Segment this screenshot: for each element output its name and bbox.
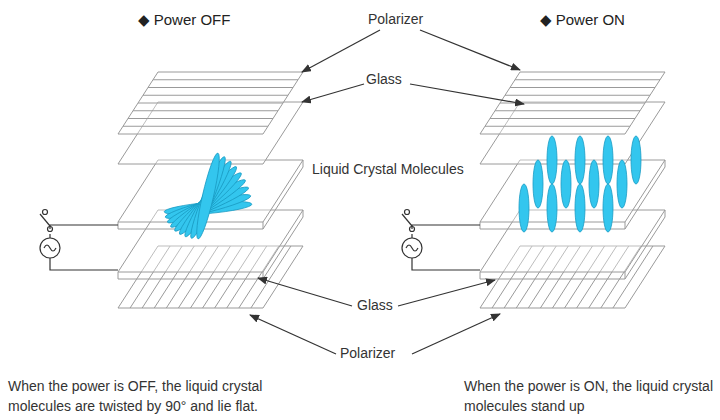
panel-title: ◆ Power OFF xyxy=(138,10,230,29)
liquid-crystal-molecule xyxy=(603,136,613,184)
illustration-stroke xyxy=(510,87,655,88)
switch-terminal xyxy=(410,227,415,232)
leader-lines xyxy=(250,30,524,354)
switch-blade xyxy=(40,214,50,226)
illustration-stroke xyxy=(153,79,298,80)
illustration-stroke xyxy=(118,72,303,134)
top-polarizer xyxy=(480,72,665,134)
liquid-crystal-molecule xyxy=(193,152,224,240)
illustration-stroke xyxy=(133,110,278,111)
illustration-stroke xyxy=(505,95,650,96)
illustration-stroke xyxy=(480,72,665,134)
illustration-stroke xyxy=(123,126,268,127)
caption: When the power is OFF, the liquid crysta… xyxy=(8,376,308,416)
ac-source xyxy=(40,238,60,258)
liquid-crystal-molecule xyxy=(561,160,571,208)
illustration-stroke xyxy=(495,110,640,111)
part-label: Glass xyxy=(357,296,393,315)
liquid-crystal-molecule xyxy=(589,160,599,208)
caption: When the power is ON, the liquid crystal… xyxy=(464,376,716,416)
switch-terminal xyxy=(48,227,53,232)
illustration-stroke xyxy=(480,272,625,279)
top-polarizer xyxy=(118,72,303,134)
part-label: Polarizer xyxy=(340,344,395,363)
switch-terminal xyxy=(405,210,410,215)
ac-source xyxy=(402,238,422,258)
liquid-crystal-molecule xyxy=(533,160,543,208)
illustration-stroke xyxy=(138,103,283,104)
switch-terminal xyxy=(43,210,48,215)
liquid-crystal-molecule xyxy=(519,184,529,232)
liquid-crystal-molecule xyxy=(547,184,557,232)
ac-symbol xyxy=(44,245,56,251)
liquid-crystal-molecule xyxy=(603,184,613,232)
illustration-stroke xyxy=(485,126,630,127)
illustration-stroke xyxy=(490,118,635,119)
liquid-crystal-molecule xyxy=(575,136,585,184)
part-label: Polarizer xyxy=(368,10,423,29)
liquid-crystal-molecule xyxy=(631,136,641,184)
liquid-crystal-molecule xyxy=(575,184,585,232)
ac-symbol xyxy=(406,245,418,251)
liquid-crystal-molecule xyxy=(617,160,627,208)
illustration-stroke xyxy=(515,79,660,80)
illustration-stroke xyxy=(263,160,303,229)
liquid-crystal-molecule xyxy=(547,136,557,184)
illustration-stroke xyxy=(143,95,288,96)
switch-blade xyxy=(402,214,412,226)
panel-title: ◆ Power ON xyxy=(540,10,625,29)
illustration-stroke xyxy=(625,160,665,229)
illustration-stroke xyxy=(128,118,273,119)
part-label: Glass xyxy=(366,70,402,89)
illustration-stroke xyxy=(148,87,293,88)
part-label: Liquid Crystal Molecules xyxy=(312,160,464,179)
illustration-stroke xyxy=(118,272,263,279)
